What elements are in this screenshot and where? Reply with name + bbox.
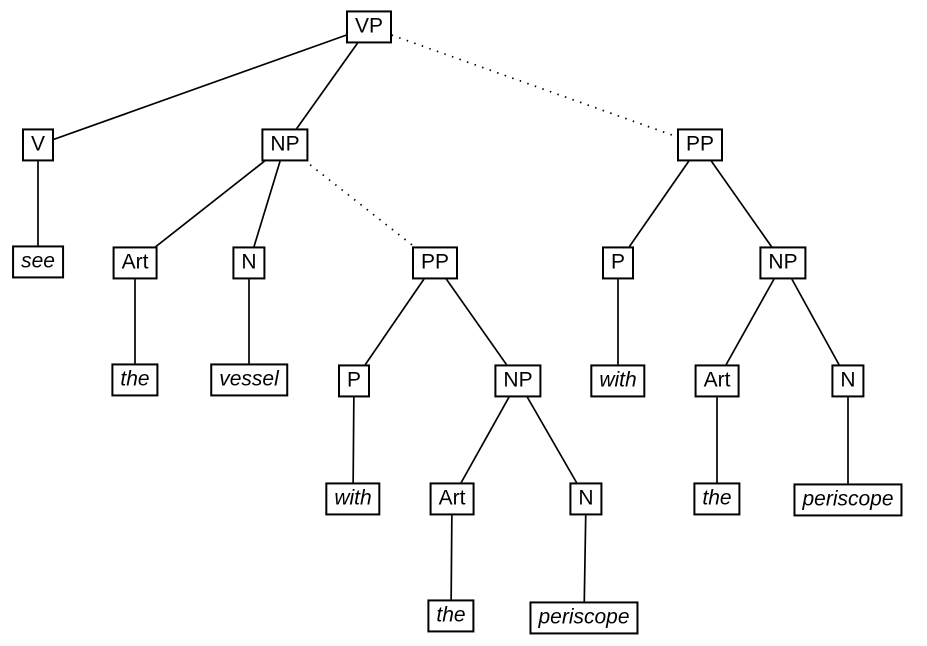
tree-node-the1: the [111, 363, 159, 397]
tree-edge-vp-v-solid [37, 26, 370, 146]
tree-node-v: V [21, 128, 55, 162]
tree-node-vp: VP [345, 10, 393, 44]
tree-node-n2: N [569, 482, 603, 516]
tree-edge-np1-n1-solid [248, 144, 286, 264]
tree-node-with1: with [325, 482, 381, 516]
tree-node-art3: Art [694, 364, 740, 398]
tree-node-pp2: PP [676, 128, 724, 162]
tree-node-np1: NP [261, 128, 309, 162]
tree-edge-np2-art2-solid [451, 380, 519, 500]
tree-edge-pp1-p1-solid [353, 262, 436, 382]
tree-node-p2: P [601, 246, 635, 280]
tree-edge-pp2-p2-solid [617, 144, 701, 264]
tree-node-art2: Art [429, 482, 475, 516]
tree-node-periscope1: periscope [529, 601, 639, 635]
tree-edge-np3-n3-solid [782, 262, 849, 382]
tree-node-the2: the [427, 599, 475, 633]
tree-edge-art2-the2-solid [450, 498, 453, 617]
tree-node-n1: N [232, 246, 266, 280]
tree-node-the3: the [693, 482, 741, 516]
tree-edge-np1-art1-solid [134, 144, 286, 264]
tree-node-np2: NP [494, 364, 542, 398]
tree-node-art1: Art [112, 246, 158, 280]
tree-edge-np3-art3-solid [716, 262, 784, 382]
tree-edge-np2-n2-solid [517, 380, 587, 500]
tree-node-periscope2: periscope [793, 483, 903, 517]
tree-node-vessel: vessel [210, 363, 288, 397]
tree-node-see: see [12, 245, 64, 279]
tree-edge-p1-with1-solid [352, 380, 355, 500]
tree-edge-pp1-np2-solid [434, 262, 519, 382]
tree-node-pp1: PP [411, 246, 459, 280]
tree-edge-vp-np1-solid [284, 26, 370, 146]
tree-node-with2: with [590, 364, 646, 398]
tree-edge-n2-periscope1-solid [583, 498, 587, 619]
tree-node-p1: P [337, 364, 371, 398]
tree-node-np3: NP [759, 246, 807, 280]
tree-edge-pp2-np3-solid [699, 144, 784, 264]
tree-node-n3: N [831, 364, 865, 398]
